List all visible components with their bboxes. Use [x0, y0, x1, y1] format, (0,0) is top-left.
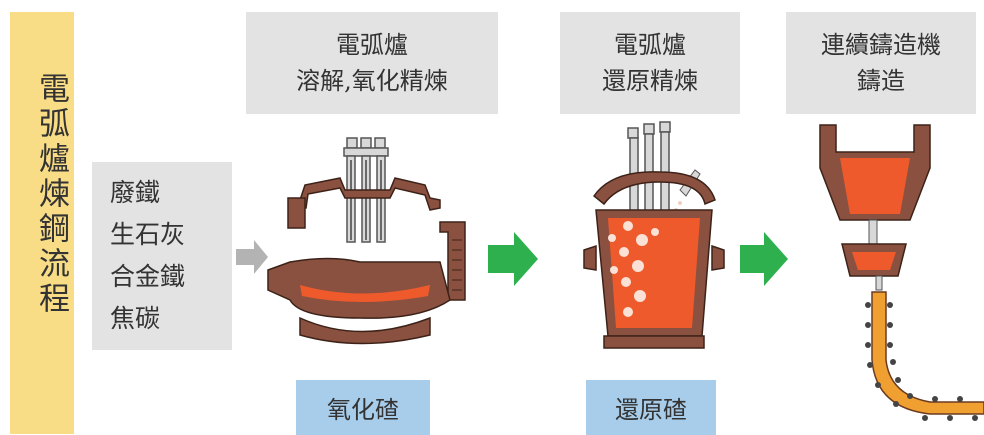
input-item-coke: 焦碳: [110, 304, 161, 333]
title-bar: 電弧爐煉鋼流程: [10, 12, 74, 434]
slag-oxidation-label: 氧化碴: [296, 380, 430, 435]
input-item-quicklime: 生石灰: [110, 220, 186, 249]
input-item-ferroalloy: 合金鐵: [110, 262, 186, 291]
stage-header-oxidation: 電弧爐 溶解,氧化精煉: [246, 12, 498, 114]
ladle-furnace-reduction-icon: [583, 121, 725, 349]
stage-1-line1: 電弧爐: [336, 31, 408, 59]
diagram-title: 電弧爐煉鋼流程: [33, 72, 69, 317]
stage-2-line1: 電弧爐: [614, 31, 686, 59]
green-arrow-icon-2: [740, 232, 788, 286]
input-materials-box: 廢鐵 生石灰 合金鐵 焦碳: [92, 162, 232, 350]
slag-reduction-label: 還原碴: [586, 380, 716, 435]
green-arrow-icon: [488, 232, 538, 286]
gray-arrow-icon: [236, 240, 268, 274]
input-item-scrap-iron: 廢鐵: [110, 178, 161, 207]
stage-1-line2: 溶解,氧化精煉: [296, 67, 448, 95]
stage-header-reduction: 電弧爐 還原精煉: [560, 12, 740, 114]
electric-arc-furnace-oxidation-icon: [267, 137, 466, 345]
stage-2-line2: 還原精煉: [602, 67, 698, 95]
stage-3-line1: 連續鑄造機: [821, 31, 941, 59]
continuous-caster-icon: [819, 124, 984, 421]
stage-header-casting: 連續鑄造機 鑄造: [786, 12, 976, 114]
stage-3-line2: 鑄造: [857, 67, 905, 95]
